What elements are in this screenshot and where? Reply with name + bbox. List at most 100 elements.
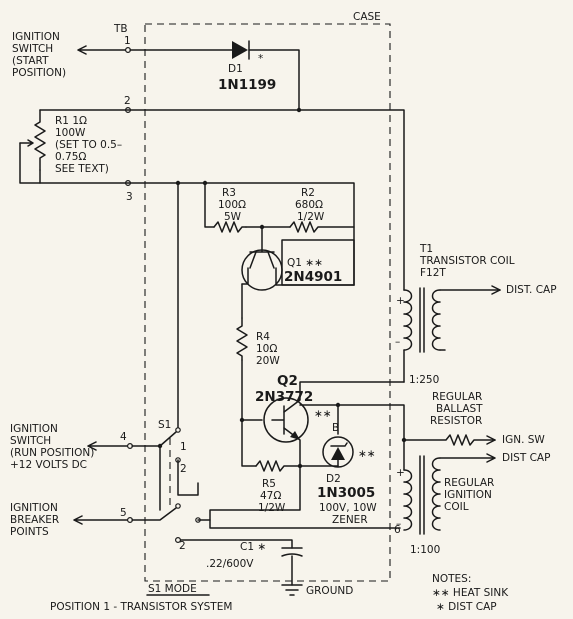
wire-t4-s1 bbox=[131, 445, 161, 511]
ign-sw-label: IGN. SW bbox=[502, 434, 545, 446]
ign-start-arrow bbox=[77, 45, 129, 55]
wire-s1-c bbox=[197, 519, 401, 529]
tb-num-1: 1 bbox=[124, 35, 131, 47]
r1-label-5: SEE TEXT) bbox=[55, 163, 109, 175]
reg-coil-2: IGNITION bbox=[444, 489, 492, 501]
resistor-r5-symbol bbox=[255, 460, 339, 472]
t1-label-3: F12T bbox=[420, 267, 446, 279]
reg-coil-3: COIL bbox=[444, 501, 469, 513]
ign-run-4: +12 VOLTS DC bbox=[10, 459, 87, 471]
case-outline bbox=[144, 23, 391, 582]
tb-num-2b: 2 bbox=[179, 540, 186, 552]
q2-name: Q2 bbox=[277, 373, 298, 389]
position-1-text: POSITION 1 - TRANSISTOR SYSTEM bbox=[50, 601, 232, 613]
r2-label-2: 680Ω bbox=[295, 199, 323, 211]
s1-contact-3 bbox=[175, 503, 181, 509]
ign-run-2: SWITCH bbox=[10, 435, 51, 447]
wire-c1 bbox=[177, 539, 293, 549]
r1-label-3: (SET TO 0.5– bbox=[55, 139, 122, 151]
ign-start-label-1: IGNITION bbox=[12, 31, 60, 43]
t1-minus: – bbox=[395, 336, 400, 348]
notes-title: NOTES: bbox=[432, 573, 471, 585]
q2-part: 2N3772 bbox=[255, 389, 313, 405]
bp-label-1: IGNITION bbox=[10, 502, 58, 514]
ign-run-1: IGNITION bbox=[10, 423, 58, 435]
r1-label-4: 0.75Ω bbox=[55, 151, 86, 163]
r2-label-3: 1/2W bbox=[297, 211, 325, 223]
junction-d1 bbox=[296, 107, 302, 113]
transformer-regular-coil-symbol bbox=[403, 453, 496, 535]
d1-star: * bbox=[258, 53, 263, 65]
wire-q2-r5 bbox=[241, 419, 257, 467]
q1-heatsink-box bbox=[281, 239, 355, 286]
resistor-r3-symbol bbox=[213, 221, 247, 233]
wire-bus-2 bbox=[39, 109, 405, 291]
ign-start-label-3: (START bbox=[12, 55, 49, 67]
ballast-label-2: BALLAST bbox=[436, 403, 483, 415]
wire-s1-right bbox=[177, 459, 199, 496]
terminal-2-lower bbox=[175, 536, 182, 543]
d2-part: 1N3005 bbox=[317, 485, 375, 501]
t1-plus: + bbox=[396, 295, 405, 307]
resistor-r4-symbol bbox=[236, 317, 248, 361]
notes-heat-sink: ∗∗ HEAT SINK bbox=[432, 587, 509, 599]
wire-bus3-r3 bbox=[204, 182, 215, 228]
transformer-t1-symbol bbox=[403, 285, 501, 353]
tb-num-2: 2 bbox=[124, 95, 131, 107]
capacitor-c1-symbol bbox=[281, 547, 303, 586]
dist-cap-2: DIST CAP bbox=[502, 452, 550, 464]
q1-name: Q1 ∗∗ bbox=[287, 257, 323, 269]
ign-run-3: (RUN POSITION) bbox=[10, 447, 94, 459]
r3-label-3: 5W bbox=[224, 211, 242, 223]
coil-ratio: 1:100 bbox=[410, 544, 440, 556]
wire-collector-d2 bbox=[299, 404, 405, 471]
tb-num-4: 4 bbox=[120, 431, 127, 443]
notes-dist-cap: ∗ DIST CAP bbox=[436, 601, 497, 613]
transistor-q2-symbol bbox=[263, 381, 405, 467]
r5-label-1: R5 bbox=[262, 478, 276, 490]
tb-label: TB bbox=[113, 23, 128, 35]
tb-num-6: 6 bbox=[394, 524, 401, 536]
ign-start-label-4: POSITION) bbox=[12, 67, 66, 79]
bp-label-2: BREAKER bbox=[10, 514, 59, 526]
ballast-arrow bbox=[486, 435, 496, 445]
coil-plus: + bbox=[396, 467, 405, 479]
wire-t5-s1 bbox=[131, 507, 177, 521]
zener-d2-symbol bbox=[322, 436, 354, 468]
r4-label-3: 20W bbox=[256, 355, 280, 367]
ground-symbol bbox=[281, 584, 303, 596]
c1-label-2: .22/600V bbox=[206, 558, 254, 570]
dist-cap-1: DIST. CAP bbox=[506, 284, 557, 296]
d2-b-label: B bbox=[332, 422, 339, 434]
s1-pos1: 1 bbox=[180, 441, 187, 453]
tb-num-3: 3 bbox=[126, 191, 133, 203]
bp-label-3: POINTS bbox=[10, 526, 49, 538]
d2-name: D2 bbox=[326, 473, 341, 485]
r4-label-1: R4 bbox=[256, 331, 270, 343]
s1-name: S1 bbox=[158, 419, 171, 431]
s1-contact-1 bbox=[175, 427, 181, 433]
s1-pos2: 2 bbox=[180, 463, 187, 475]
d1-name: D1 bbox=[228, 63, 243, 75]
wire-ballast bbox=[403, 434, 496, 446]
d2-spec-2: ZENER bbox=[332, 514, 368, 526]
bp-arrow bbox=[73, 515, 131, 525]
case-label: CASE bbox=[353, 11, 381, 23]
d2-stars: ∗∗ bbox=[358, 448, 376, 460]
r3-label-2: 100Ω bbox=[218, 199, 246, 211]
ballast-label-1: REGULAR bbox=[432, 391, 482, 403]
t1-label-1: T1 bbox=[419, 243, 433, 255]
q1-part: 2N4901 bbox=[284, 269, 342, 285]
coil-minus: – bbox=[396, 518, 401, 530]
wire-emitter-down bbox=[209, 465, 301, 521]
r4-label-2: 10Ω bbox=[256, 343, 277, 355]
s1-mode-title: S1 MODE bbox=[148, 583, 197, 595]
reg-coil-1: REGULAR bbox=[444, 477, 494, 489]
r1-wiper-arrow bbox=[19, 139, 34, 147]
r5-label-3: 1/2W bbox=[258, 502, 286, 514]
r5-label-2: 47Ω bbox=[260, 490, 281, 502]
r2-label-1: R2 bbox=[301, 187, 315, 199]
d1-part: 1N1199 bbox=[218, 77, 276, 93]
r1-label-2: 100W bbox=[55, 127, 86, 139]
